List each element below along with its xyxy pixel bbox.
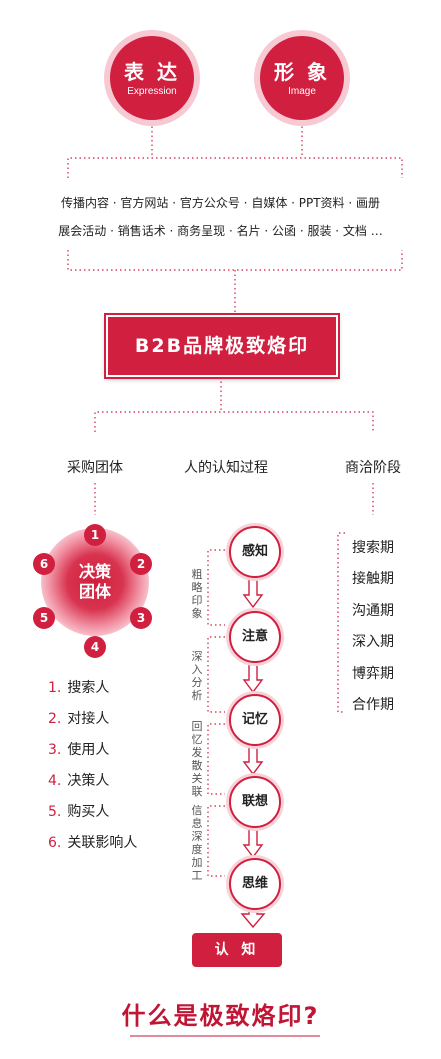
stage-thinking: 思维	[229, 858, 281, 910]
channels-line-1: 传播内容 · 官方网站 · 官方公众号 · 自媒体 · PPT资料 · 画册	[60, 196, 381, 210]
annotation-deep-processing: 信息深度加工	[191, 804, 203, 882]
annotation-deep-analysis: 深入分析	[191, 650, 203, 702]
team-dot-1: 1	[84, 524, 106, 546]
channels-line-2: 展会活动 · 销售话术 · 商务呈现 · 名片 · 公函 · 服装 · 文档 …	[58, 224, 383, 238]
decision-team-label: 决策 团体	[78, 562, 111, 601]
team-dot-6: 6	[33, 553, 55, 575]
cognition-result-box: 认 知	[192, 933, 282, 967]
column-heading-purchasing-team: 采购团体	[67, 460, 123, 476]
image-subtitle: Image	[288, 86, 316, 97]
stage-attention: 注意	[229, 611, 281, 663]
role-item: 6.关联影响人	[48, 835, 138, 851]
role-item: 5.购买人	[48, 804, 110, 820]
annotation-rough-impression: 粗略印象	[191, 568, 203, 620]
role-item: 4.决策人	[48, 773, 110, 789]
column-heading-cognition: 人的认知过程	[184, 460, 268, 476]
expression-label: 表 达	[124, 60, 180, 84]
stage-association: 联想	[229, 776, 281, 828]
team-dot-5: 5	[33, 607, 55, 629]
annotation-recall-association: 回忆发散关联	[191, 720, 203, 798]
team-dot-3: 3	[130, 607, 152, 629]
phase-item: 深入期	[352, 634, 394, 650]
expression-circle: 表 达 Expression	[110, 36, 194, 120]
image-label: 形 象	[274, 60, 330, 84]
column-heading-negotiation: 商洽阶段	[345, 460, 401, 476]
stage-memory: 记忆	[229, 694, 281, 746]
phase-item: 搜索期	[352, 540, 394, 556]
phase-item: 合作期	[352, 697, 394, 713]
team-dot-2: 2	[130, 553, 152, 575]
team-dot-4: 4	[84, 636, 106, 658]
phase-item: 博弈期	[352, 666, 394, 682]
expression-subtitle: Expression	[127, 86, 177, 97]
role-item: 1.搜索人	[48, 680, 110, 696]
role-item: 2.对接人	[48, 711, 110, 727]
phase-item: 沟通期	[352, 603, 394, 619]
role-item: 3.使用人	[48, 742, 110, 758]
footer-title: 什么是极致烙印?	[121, 1002, 320, 1030]
phase-item: 接触期	[352, 571, 394, 587]
brand-title-box: B2B品牌极致烙印	[106, 315, 338, 377]
stage-perception: 感知	[229, 526, 281, 578]
image-circle: 形 象 Image	[260, 36, 344, 120]
